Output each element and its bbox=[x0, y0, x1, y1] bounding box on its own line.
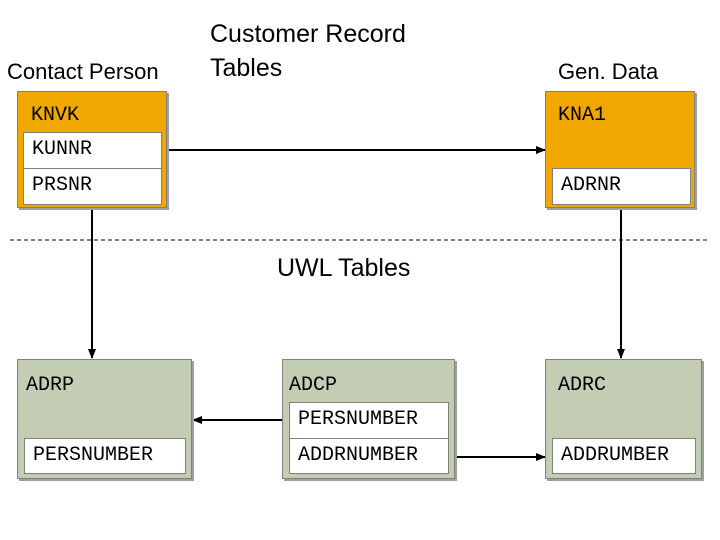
table-name: KNVK bbox=[31, 104, 80, 127]
field-kunnr: KUNNR bbox=[23, 132, 162, 169]
table-adcp: ADCP PERSNUMBER ADDRNUMBER bbox=[282, 359, 455, 479]
contact-person-label: Contact Person bbox=[7, 59, 159, 84]
table-adrc: ADRC ADDRUMBER bbox=[545, 359, 702, 479]
gen-data-label: Gen. Data bbox=[558, 59, 659, 84]
field-addrumber: ADDRUMBER bbox=[552, 438, 696, 474]
table-adrp: ADRP PERSNUMBER bbox=[17, 359, 192, 479]
table-knvk: KNVK KUNNR PRSNR bbox=[17, 91, 167, 208]
field-persnumber: PERSNUMBER bbox=[289, 402, 449, 439]
customer-record-label-line2: Tables bbox=[210, 54, 283, 82]
uwl-tables-label: UWL Tables bbox=[277, 254, 411, 282]
field-adrnr: ADRNR bbox=[552, 168, 691, 205]
table-name: ADCP bbox=[289, 374, 338, 397]
table-kna1: KNA1 ADRNR bbox=[545, 91, 695, 208]
customer-record-label-line1: Customer Record bbox=[210, 20, 406, 48]
field-addrnumber: ADDRNUMBER bbox=[289, 438, 449, 474]
field-persnumber: PERSNUMBER bbox=[24, 438, 186, 474]
field-prsnr: PRSNR bbox=[23, 168, 162, 205]
table-name: ADRC bbox=[558, 374, 607, 397]
table-name: ADRP bbox=[26, 374, 75, 397]
table-name: KNA1 bbox=[558, 104, 607, 127]
